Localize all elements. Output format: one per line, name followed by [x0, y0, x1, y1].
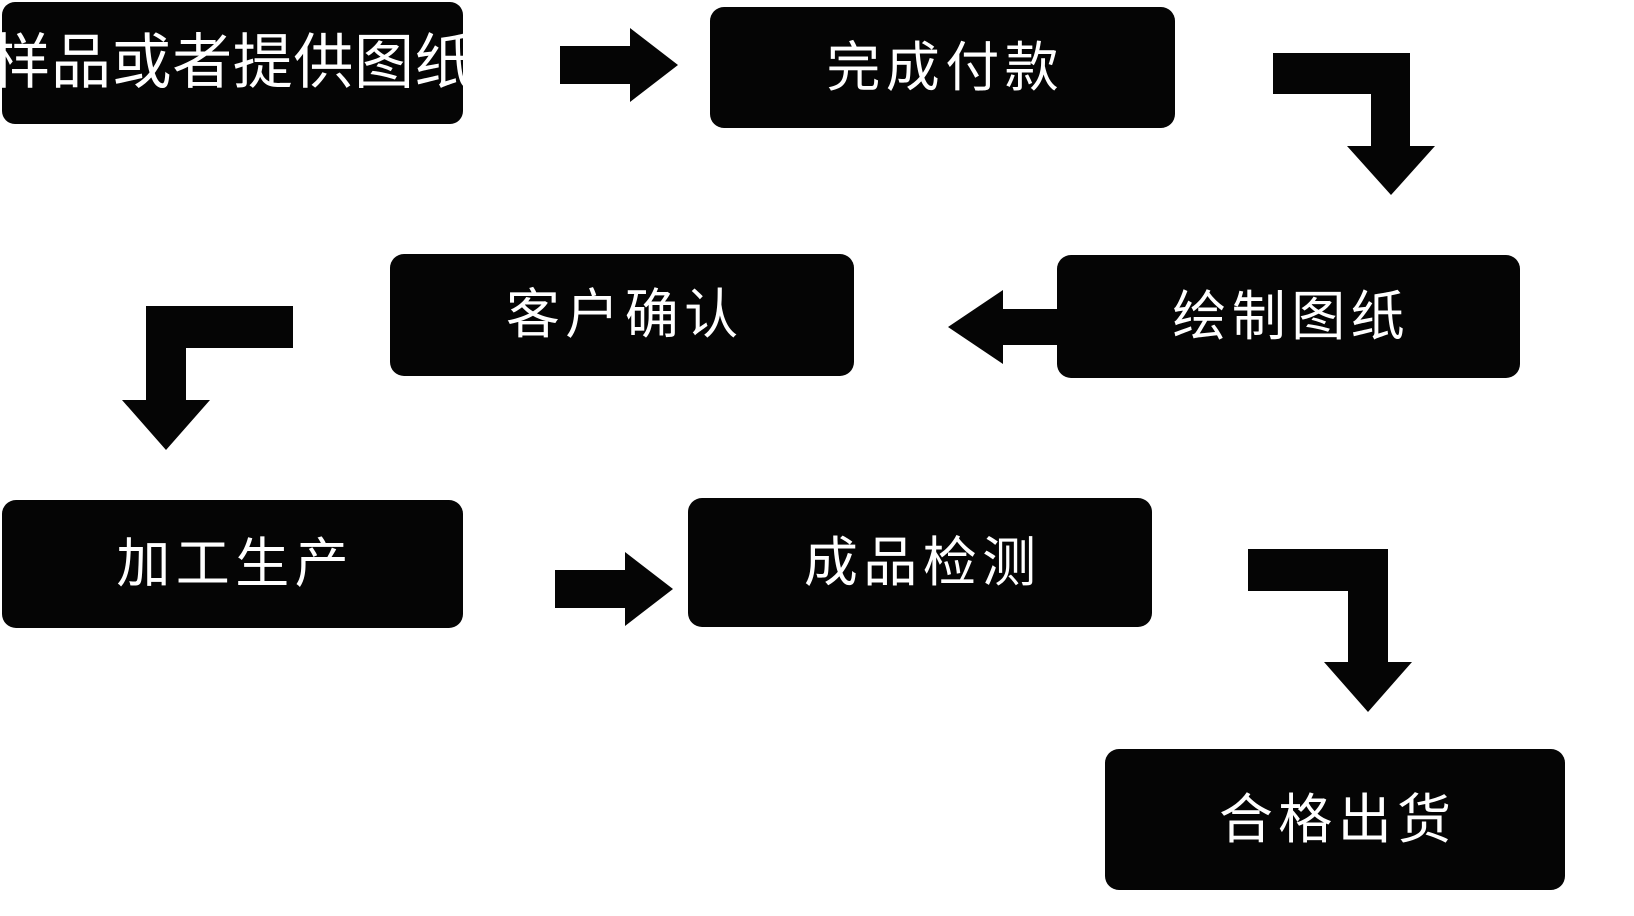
flow-node-payment[interactable]: 完成付款 [710, 7, 1175, 128]
flow-node-label: 完成付款 [826, 35, 1064, 99]
flow-node-sample[interactable]: 样品或者提供图纸 [0, 2, 475, 124]
arrow-confirm-to-production [118, 290, 313, 455]
flow-node-label: 成品检测 [803, 530, 1042, 594]
arrow-drawing-to-confirm [905, 288, 1060, 366]
arrow-production-to-inspect [528, 552, 678, 626]
arrow-payment-to-drawing [1245, 38, 1435, 203]
flow-node-confirm[interactable]: 客户确认 [390, 254, 854, 376]
flow-node-inspect[interactable]: 成品检测 [688, 498, 1152, 627]
arrow-inspect-to-shipout [1240, 534, 1455, 719]
flow-node-production[interactable]: 加工生产 [2, 500, 463, 628]
arrow-sample-to-payment [530, 28, 680, 102]
flow-node-drawing[interactable]: 绘制图纸 [1057, 255, 1520, 378]
flow-node-label: 合格出货 [1218, 787, 1457, 851]
flow-node-label: 加工生产 [116, 532, 354, 595]
flow-node-label: 绘制图纸 [1172, 284, 1410, 348]
flow-node-shipout[interactable]: 合格出货 [1105, 749, 1565, 890]
flow-node-label: 样品或者提供图纸 [0, 28, 476, 98]
flow-node-label: 客户确认 [505, 283, 744, 346]
